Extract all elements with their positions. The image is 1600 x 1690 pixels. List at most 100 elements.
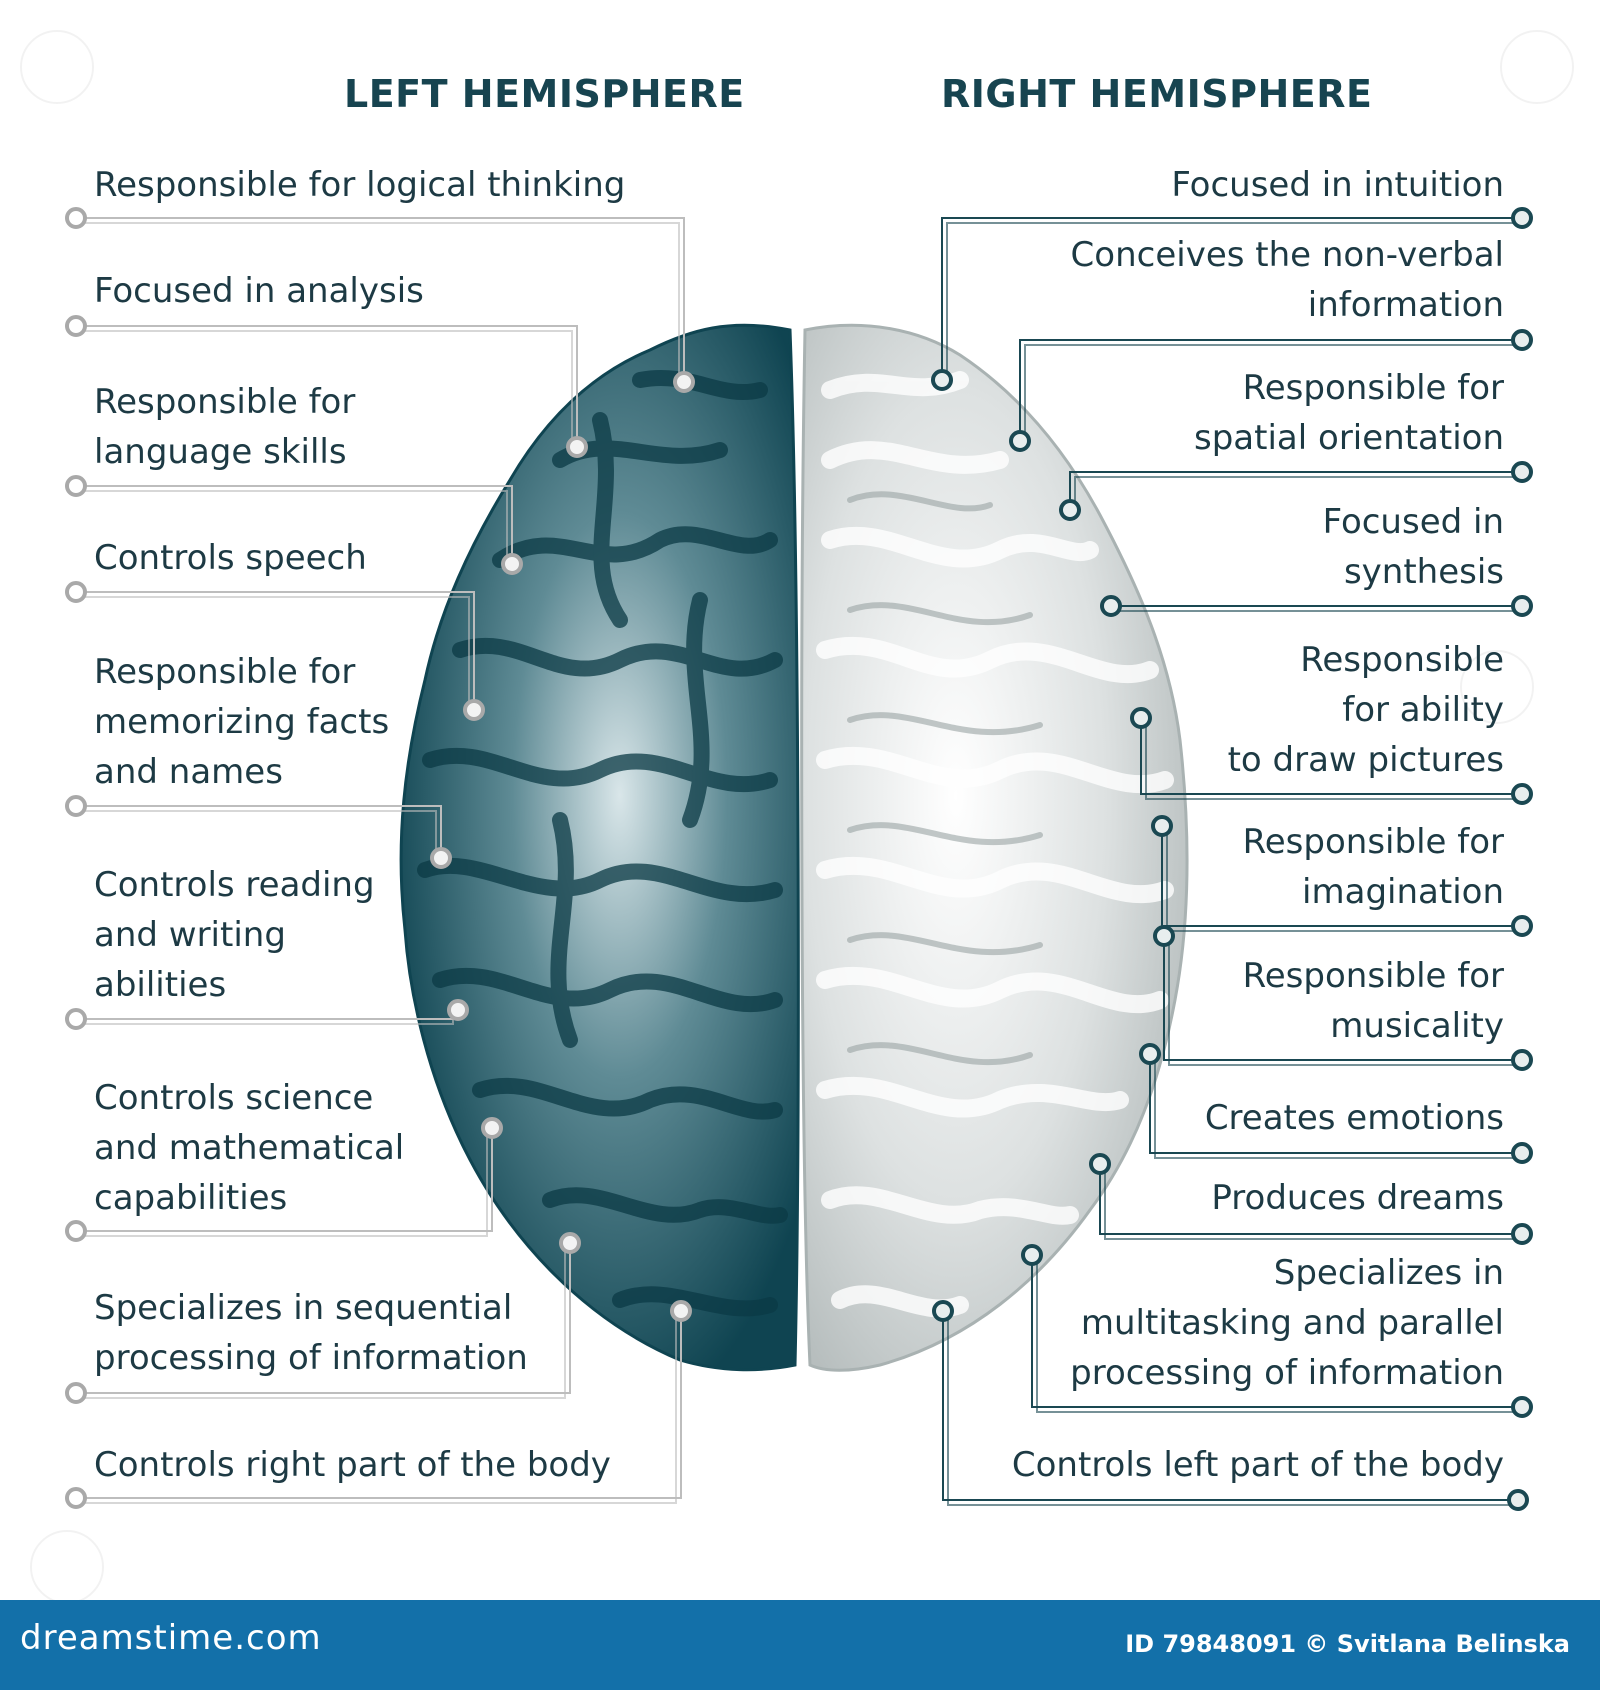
left-connector-line-inner [76,1128,488,1237]
right-connector-line-inner [1168,936,1522,1066]
left-hemisphere [399,323,800,1372]
left-connector-end-dot [65,581,87,603]
right-label-multitasking: Specializes in multitasking and parallel… [1070,1253,1504,1393]
left-connector-end-dot [65,207,87,229]
left-connector-end-dot [65,1008,87,1030]
right-label-intuition: Focused in intuition [1171,165,1504,205]
right-label-musicality: Responsible for musicality [1242,956,1504,1046]
right-connector-end-dot [1511,1142,1533,1164]
right-hemisphere-shadows [847,491,1043,1066]
left-connector-end-dot [65,1487,87,1509]
watermark-icon [1460,650,1534,724]
right-connector-brain-dot [1021,1244,1043,1266]
right-connector-brain-dot [1151,815,1173,837]
left-label-science-math: Controls science and mathematical capabi… [94,1078,405,1218]
left-label-memorizing: Responsible for memorizing facts and nam… [94,652,390,792]
left-connector-line-inner [76,490,508,564]
left-connector-end-dot [65,315,87,337]
image-credit: ID 79848091 © Svitlana Belinska [1125,1630,1570,1658]
right-connector-line [1019,339,1522,441]
footer-bar: dreamstime.com ID 79848091 © Svitlana Be… [0,1600,1600,1690]
right-connector-brain-dot [932,1300,954,1322]
right-connector-end-dot [1511,915,1533,937]
left-connector-line-inner [76,222,680,382]
right-label-non-verbal: Conceives the non-verbal information [1070,235,1504,325]
watermark-icon [20,30,94,104]
right-connector-line-inner [1145,718,1522,800]
watermark-icon [1500,30,1574,104]
left-connector-line [76,325,578,447]
left-connector-line [76,485,513,564]
left-connector-line-inner [76,1311,677,1504]
right-connector-line [941,217,1522,380]
right-connector-brain-dot [1153,925,1175,947]
left-connector-brain-dot [447,999,469,1021]
right-label-imagination: Responsible for imagination [1242,822,1504,912]
right-connector-line-inner [1074,476,1522,510]
right-connector-line-inner [1024,344,1522,441]
right-connector-end-dot [1507,1489,1529,1511]
right-label-left-body: Controls left part of the body [1011,1445,1504,1485]
right-connector-line [1069,471,1522,510]
left-connector-brain-dot [670,1300,692,1322]
right-connector-brain-dot [1100,595,1122,617]
right-connector-end-dot [1511,595,1533,617]
left-connector-end-dot [65,475,87,497]
left-label-speech: Controls speech [94,538,367,578]
left-label-logical-thinking: Responsible for logical thinking [94,165,626,205]
left-connector-line [76,217,685,382]
left-hemisphere-heading: LEFT HEMISPHERE [344,72,745,116]
right-connector-end-dot [1511,461,1533,483]
left-connector-line [76,1243,571,1394]
right-connector-brain-dot [1089,1153,1111,1175]
right-hemisphere-heading: RIGHT HEMISPHERE [941,72,1373,116]
right-connector-line [1031,1255,1522,1408]
left-connector-line [76,591,475,710]
left-connector-end-dot [65,1220,87,1242]
right-connector-end-dot [1511,329,1533,351]
right-connector-line [1163,936,1522,1061]
right-connector-brain-dot [1139,1043,1161,1065]
left-label-sequential-processing: Specializes in sequential processing of … [94,1288,528,1378]
right-connector-end-dot [1511,1223,1533,1245]
dreamstime-logo: dreamstime.com [20,1618,322,1658]
right-label-dreams: Produces dreams [1211,1178,1504,1218]
right-connector-line-inner [946,222,1522,380]
right-connector-brain-dot [1059,499,1081,521]
left-label-right-body: Controls right part of the body [94,1445,611,1485]
left-connector-brain-dot [673,371,695,393]
right-connector-line-inner [1154,1054,1522,1159]
left-connector-brain-dot [463,699,485,721]
left-connector-brain-dot [559,1232,581,1254]
left-connector-line-inner [76,810,437,858]
left-connector-brain-dot [430,847,452,869]
right-label-synthesis: Focused in synthesis [1322,502,1504,592]
right-connector-line [1149,1054,1522,1154]
left-label-reading-writing: Controls reading and writing abilities [94,865,375,1005]
left-connector-end-dot [65,795,87,817]
right-connector-end-dot [1511,1396,1533,1418]
left-connector-line-inner [76,330,573,447]
right-connector-line-inner [1104,1164,1522,1240]
left-label-language-skills: Responsible for language skills [94,382,356,472]
left-connector-line-inner [76,1243,566,1399]
left-connector-end-dot [65,1382,87,1404]
right-label-spatial-orientation: Responsible for spatial orientation [1194,368,1504,458]
right-connector-end-dot [1511,783,1533,805]
brain-illustration [65,207,1533,1511]
right-connector-brain-dot [931,369,953,391]
right-connector-brain-dot [1130,707,1152,729]
left-connector-brain-dot [501,553,523,575]
left-connector-brain-dot [481,1117,503,1139]
left-connector-line [76,1311,682,1499]
right-connector-line [942,1311,1518,1501]
right-connector-line-inner [947,1311,1518,1506]
left-connector-line-inner [76,596,470,710]
right-connector-line [1099,1164,1522,1235]
right-connector-end-dot [1511,207,1533,229]
left-connector-line [76,805,442,858]
right-connector-brain-dot [1009,430,1031,452]
right-connector-line-inner [1036,1255,1522,1413]
right-connector-line [1140,718,1522,795]
